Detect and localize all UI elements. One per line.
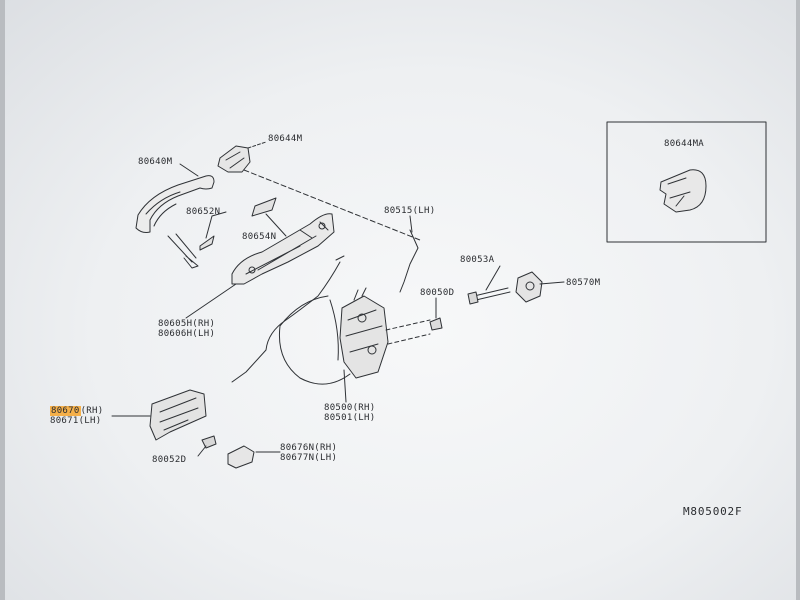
inset-box bbox=[606, 121, 767, 243]
cap-inset-detail bbox=[667, 177, 691, 207]
label-80570m: 80570M bbox=[566, 278, 601, 288]
label-80677n: 80677N(LH) bbox=[280, 453, 338, 463]
handle-bracket-part bbox=[231, 213, 335, 285]
bolt-shank bbox=[473, 287, 511, 301]
bolt-80053a bbox=[467, 291, 479, 305]
leader-80515 bbox=[409, 215, 413, 233]
lock-pivot-1 bbox=[357, 313, 367, 323]
pad-80654n bbox=[251, 197, 277, 217]
leader-80652n bbox=[205, 211, 227, 239]
monitor-bezel-right bbox=[796, 0, 800, 600]
lock-screw-guides bbox=[385, 319, 431, 345]
leader-80644m bbox=[247, 141, 267, 149]
label-80671: 80671(LH) bbox=[50, 416, 102, 426]
label-80652n: 80652N bbox=[186, 207, 221, 217]
highlighted-part-number: 80670 bbox=[50, 406, 81, 416]
leader-80500 bbox=[343, 369, 347, 403]
leader-80053a bbox=[485, 265, 501, 291]
escutcheon-cap-part bbox=[217, 145, 251, 173]
label-80644m: 80644M bbox=[268, 134, 303, 144]
cable-loop bbox=[278, 295, 351, 385]
label-80050d: 80050D bbox=[420, 288, 455, 298]
striker-part bbox=[515, 271, 543, 303]
striker-hole bbox=[525, 281, 535, 291]
door-lock-part bbox=[339, 295, 389, 379]
leader-80052d bbox=[197, 445, 207, 457]
label-80515: 80515(LH) bbox=[384, 206, 436, 216]
leader-80654n bbox=[265, 213, 287, 237]
cable-inner bbox=[329, 299, 339, 361]
label-80606h: 80606H(LH) bbox=[158, 329, 216, 339]
handle-bracket-detail bbox=[245, 221, 329, 275]
door-lock-detail bbox=[345, 287, 383, 353]
leader-80570m bbox=[539, 281, 565, 285]
cap-inset-part bbox=[659, 169, 707, 213]
label-80670: 80670(RH) bbox=[50, 406, 103, 416]
label-80640m: 80640M bbox=[138, 157, 173, 167]
screw-80050d bbox=[429, 317, 443, 331]
label-80053a: 80053A bbox=[460, 255, 495, 265]
cover-80676n bbox=[227, 445, 255, 469]
label-80500: 80500(RH) bbox=[324, 403, 376, 413]
screw-80052d bbox=[201, 435, 217, 449]
monitor-bezel-left bbox=[0, 0, 5, 600]
bracket-hole-2 bbox=[318, 222, 326, 230]
label-80605h: 80605H(RH) bbox=[158, 319, 216, 329]
label-80052d: 80052D bbox=[152, 455, 187, 465]
label-80670-side: (RH) bbox=[80, 406, 104, 416]
bracket-hole-1 bbox=[248, 266, 256, 274]
cable-outer bbox=[231, 261, 341, 383]
label-80676n: 80676N(RH) bbox=[280, 443, 338, 453]
lock-pivot-2 bbox=[367, 345, 377, 355]
label-80654n: 80654N bbox=[242, 232, 277, 242]
inside-handle-detail bbox=[159, 397, 199, 431]
label-80501: 80501(LH) bbox=[324, 413, 376, 423]
label-80644ma: 80644MA bbox=[664, 139, 705, 149]
outside-handle-part bbox=[135, 175, 215, 233]
cable-tip bbox=[335, 255, 345, 261]
handle-rod bbox=[167, 233, 199, 269]
rod-80515 bbox=[399, 229, 419, 293]
outside-handle-detail bbox=[145, 191, 181, 227]
pad-80652n bbox=[199, 235, 215, 251]
dashed-guide-cap bbox=[243, 169, 421, 241]
leader-80605h bbox=[185, 283, 237, 319]
leader-80640m bbox=[179, 163, 199, 177]
diagram-code: M805002F bbox=[683, 505, 743, 518]
escutcheon-cap-detail bbox=[225, 151, 245, 169]
